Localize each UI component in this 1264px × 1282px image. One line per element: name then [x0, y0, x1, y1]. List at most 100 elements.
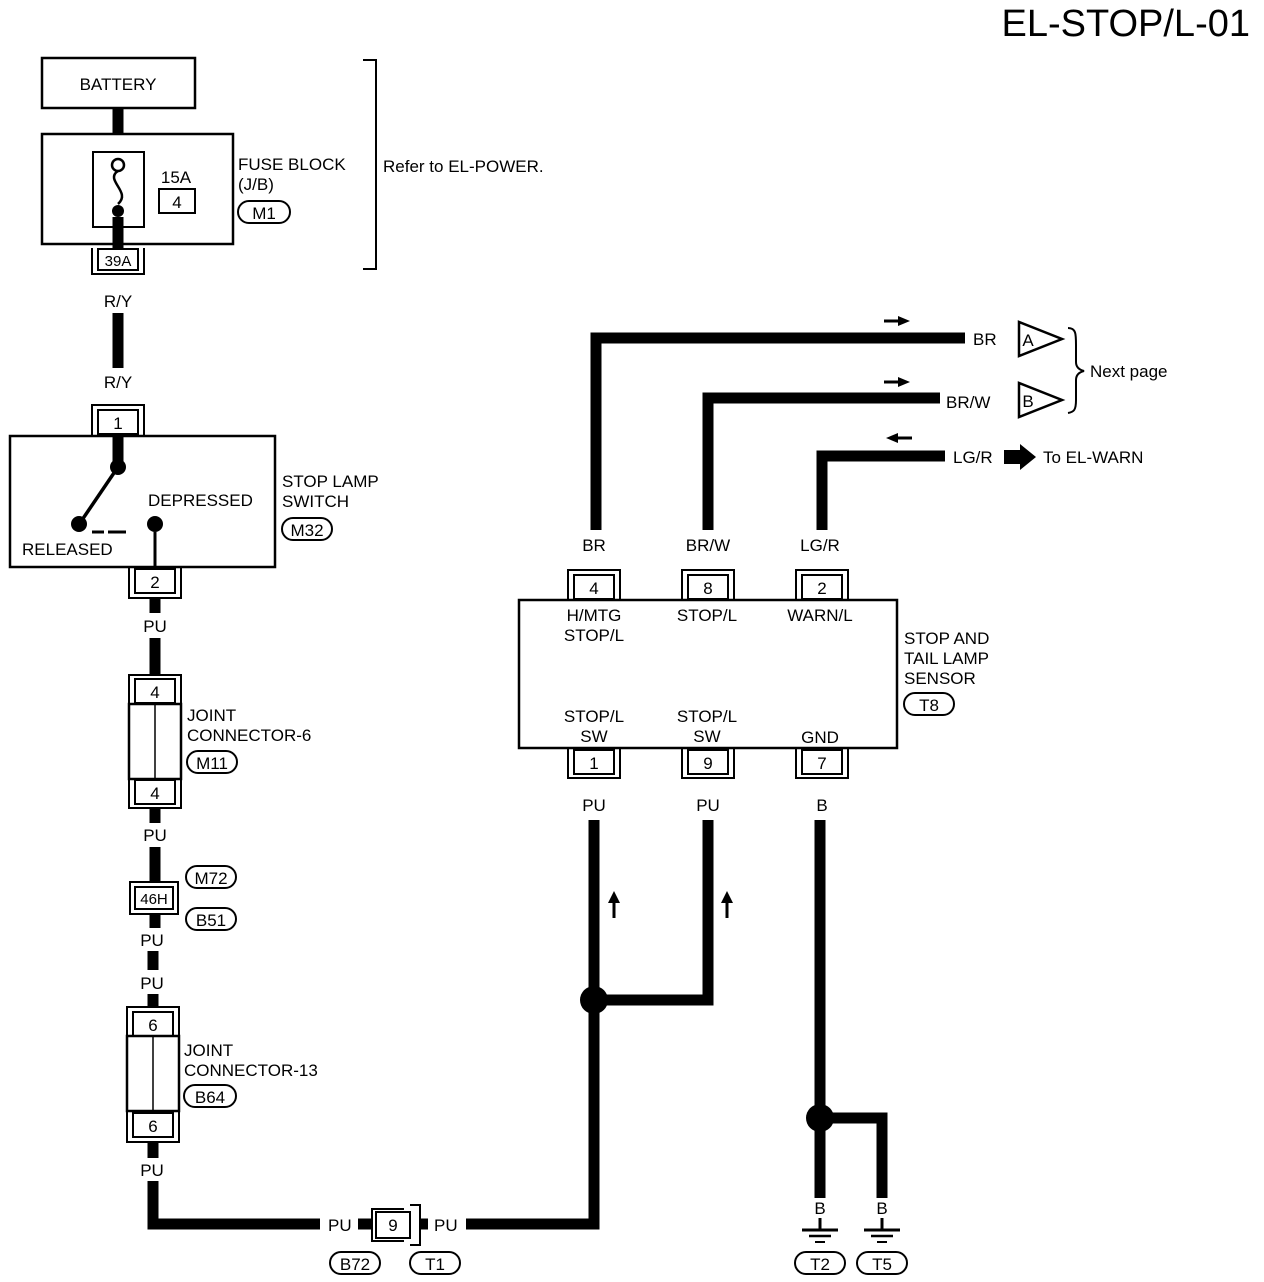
joint-connector-6-label-2: CONNECTOR-6 [187, 726, 311, 745]
svg-text:2: 2 [150, 573, 159, 592]
wire-label-b-right: B [876, 1199, 887, 1218]
sensor-label-2: TAIL LAMP [904, 649, 989, 668]
splice-pu [580, 986, 608, 1014]
svg-text:8: 8 [703, 579, 712, 598]
wire-label-brw: BR/W [946, 393, 990, 412]
pin-name-stop-sw-1b: SW [580, 727, 607, 746]
wire-label-b: B [816, 796, 827, 815]
fuse-connector-id: M1 [252, 204, 276, 223]
svg-text:6: 6 [148, 1117, 157, 1136]
inline-connector-9: 9 [371, 1204, 421, 1246]
wire-label-pu-2: PU [143, 826, 167, 845]
next-page-marker-a[interactable]: A [1017, 320, 1066, 358]
to-warn-label[interactable]: To EL-WARN [1043, 448, 1143, 467]
fuse-block-label-2: (J/B) [238, 175, 274, 194]
svg-text:9: 9 [703, 754, 712, 773]
pin-name-gnd: GND [801, 728, 839, 747]
next-page-marker-b[interactable]: B [1017, 381, 1066, 419]
wire-label-pu-6: PU [328, 1216, 352, 1235]
ground-id-t5: T5 [872, 1255, 892, 1274]
svg-text:1: 1 [113, 414, 122, 433]
pin-name-h-mtg: H/MTG [567, 606, 622, 625]
wire-label-br: BR [973, 330, 997, 349]
ground-icon [864, 1218, 900, 1243]
sensor-label: STOP AND [904, 629, 989, 648]
stop-tail-lamp-sensor: H/MTG STOP/L STOP/L WARN/L STOP/L SW STO… [517, 598, 899, 750]
wire-lgr [816, 450, 945, 530]
sensor-pin-2: 2 [795, 569, 849, 600]
joint-connector-13-id: B64 [195, 1088, 225, 1107]
wire-br [590, 332, 965, 530]
joint-connector-13-label-2: CONNECTOR-13 [184, 1061, 318, 1080]
wire-label-pu-4: PU [140, 974, 164, 993]
svg-text:4: 4 [589, 579, 598, 598]
sensor-pin-9: 9 [681, 748, 735, 779]
refer-note: Refer to EL-POWER. [383, 157, 544, 176]
fuse-terminal-label: 39A [105, 253, 132, 270]
connector-id-m72: M72 [194, 869, 227, 888]
svg-text:46H: 46H [140, 891, 168, 908]
battery: BATTERY [40, 56, 197, 110]
ground-icon [802, 1218, 838, 1243]
joint-connector-6: 4 4 [127, 674, 183, 809]
joint-connector-6-label: JOINT [187, 706, 236, 725]
pin-name-stop-sw-9b: SW [693, 727, 720, 746]
pin-name-stop-l: STOP/L [677, 606, 737, 625]
arrow-up-icon [721, 891, 733, 918]
svg-text:A: A [1022, 331, 1034, 350]
stop-lamp-switch-label: STOP LAMP [282, 472, 379, 491]
sensor-label-3: SENSOR [904, 669, 976, 688]
wire-label-pu-7: PU [434, 1216, 458, 1235]
wire-pu-bottom-left [147, 1181, 320, 1230]
sensor-pin-7: 7 [795, 748, 849, 779]
wire-brw [702, 392, 940, 530]
to-warn-arrow-icon [1004, 444, 1036, 470]
sensor-pin-8: 8 [681, 569, 735, 600]
connector-id-b72: B72 [340, 1255, 370, 1274]
inline-connector-46h: 46H [129, 881, 179, 915]
fuse-number: 4 [172, 193, 181, 212]
ground-id-t2: T2 [810, 1255, 830, 1274]
svg-text:B: B [1022, 392, 1033, 411]
next-page-brace [1067, 327, 1085, 414]
svg-text:2: 2 [817, 579, 826, 598]
wire-label-pu-5: PU [140, 1161, 164, 1180]
wire-pu-bottom-right [466, 1008, 600, 1230]
stop-lamp-switch: RELEASED DEPRESSED [8, 434, 277, 569]
refer-bracket [363, 59, 377, 270]
svg-text:4: 4 [150, 683, 159, 702]
wire-label-br-pin4: BR [582, 536, 606, 555]
pin-name-h-mtg-2: STOP/L [564, 626, 624, 645]
arrow-right-icon [884, 377, 910, 387]
wire-label-brw-pin8: BR/W [686, 536, 730, 555]
wire-label-b-left: B [814, 1199, 825, 1218]
splice-ground [806, 1104, 834, 1132]
joint-connector-13-label: JOINT [184, 1041, 233, 1060]
connector-id-t1: T1 [425, 1255, 445, 1274]
arrow-left-icon [886, 433, 912, 443]
stop-lamp-switch-label-2: SWITCH [282, 492, 349, 511]
arrow-up-icon [608, 891, 620, 918]
switch-state-released: RELEASED [22, 540, 113, 559]
svg-text:6: 6 [148, 1016, 157, 1035]
wire-label-ry-top: R/Y [104, 292, 132, 311]
connector-id-b51: B51 [196, 911, 226, 930]
fuse-block: 15A 4 [40, 132, 235, 246]
sensor-pin-4: 4 [567, 569, 621, 600]
wire-label-pu-pin9: PU [696, 796, 720, 815]
pin-name-warn-l: WARN/L [787, 606, 853, 625]
joint-connector-6-id: M11 [196, 754, 228, 773]
fuse-amps: 15A [161, 168, 192, 187]
wire-label-lgr: LG/R [953, 448, 993, 467]
wire-pu-to-pin-9 [605, 820, 714, 1006]
wire-label-pu-pin1: PU [582, 796, 606, 815]
next-page-label[interactable]: Next page [1090, 362, 1168, 381]
pin-name-stop-sw-1: STOP/L [564, 707, 624, 726]
fuse-terminal: 39A [91, 248, 145, 275]
wire-b-right [832, 1112, 888, 1198]
svg-text:7: 7 [817, 754, 826, 773]
switch-state-depressed: DEPRESSED [148, 491, 253, 510]
stop-lamp-switch-terminal-1: 1 [91, 404, 145, 436]
arrow-right-icon [884, 316, 910, 326]
